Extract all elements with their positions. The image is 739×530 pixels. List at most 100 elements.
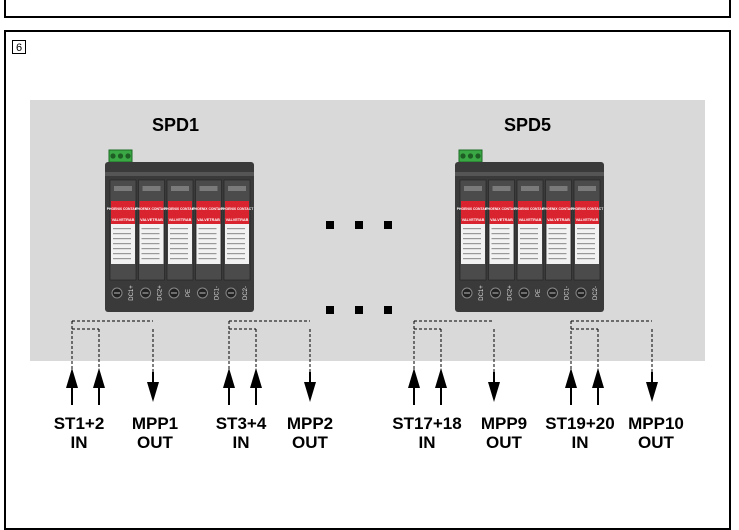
module-spec-line	[141, 228, 160, 230]
module-window	[578, 186, 596, 191]
module-spec-line	[577, 228, 595, 230]
connector-screw	[117, 153, 124, 159]
module-spec-line	[491, 228, 510, 230]
arrow-in-icon	[565, 368, 577, 388]
module-spec-line	[463, 248, 481, 250]
module-spec-line	[577, 243, 595, 245]
label-mpp10: MPP10 OUT	[616, 414, 696, 452]
wire-group-2	[228, 320, 311, 372]
label-line: OUT	[292, 433, 328, 452]
label-line: IN	[418, 433, 436, 452]
module-spec-line	[520, 238, 538, 240]
connector-screw	[110, 153, 116, 159]
terminal-label: PE	[186, 289, 192, 297]
module-spec-line	[170, 258, 188, 260]
module-window	[114, 186, 132, 191]
module-brand-text: PHOENIX CONTACT	[221, 207, 254, 211]
module-spec-line	[577, 248, 595, 250]
connector-screw	[467, 153, 474, 159]
upper-frame	[4, 0, 731, 18]
arrow-in-icon	[66, 368, 78, 388]
arrow-in-icon	[93, 368, 105, 388]
module-spec-line	[577, 258, 595, 260]
module-series-text: VALVETRAB	[169, 218, 192, 222]
terminal-label: DC1-	[565, 286, 571, 300]
module-spec-line	[491, 253, 510, 255]
module-series-text: VALVETRAB	[226, 218, 249, 222]
label-line: OUT	[486, 433, 522, 452]
connector-screw	[460, 153, 466, 159]
label-st3-4: ST3+4 IN	[206, 414, 276, 452]
arrow-out-icon	[646, 382, 658, 402]
module-window	[492, 186, 511, 191]
module-spec-line	[198, 258, 217, 260]
module-brand-text: PHOENIX CONTACT	[107, 207, 140, 211]
module-series-text: VALVETRAB	[490, 218, 513, 222]
module-label-red	[111, 201, 135, 224]
label-line: ST19+20	[545, 414, 615, 433]
module-brand-text: PHOENIX CONTACT	[192, 207, 225, 211]
module-spec-line	[548, 243, 567, 245]
arrow-in-icon	[592, 368, 604, 388]
module-spec-line	[113, 253, 131, 255]
label-st19-20: ST19+20 IN	[535, 414, 625, 452]
module-brand-text: PHOENIX CONTACT	[164, 207, 197, 211]
module-spec-line	[548, 228, 567, 230]
module-spec-line	[491, 258, 510, 260]
connector-screw	[475, 153, 481, 159]
module-series-text: VALVETRAB	[547, 218, 570, 222]
module-label-red	[546, 201, 571, 224]
terminal-label: DC2+	[508, 285, 514, 301]
module-spec-line	[463, 243, 481, 245]
module-label-red	[139, 201, 164, 224]
module-spec-line	[548, 258, 567, 260]
module-spec-line	[113, 228, 131, 230]
module-spec-line	[170, 238, 188, 240]
module-series-text: VALVETRAB	[140, 218, 163, 222]
module-series-text: VALVETRAB	[197, 218, 220, 222]
module-label-red	[575, 201, 599, 224]
module-spec-line	[141, 238, 160, 240]
module-window	[142, 186, 161, 191]
module-spec-line	[577, 238, 595, 240]
module-spec-line	[170, 243, 188, 245]
terminal-label: DC2-	[243, 286, 249, 300]
module-spec-line	[491, 248, 510, 250]
module-spec-line	[463, 238, 481, 240]
module-spec-line	[463, 258, 481, 260]
module-window	[199, 186, 218, 191]
module-spec-line	[548, 253, 567, 255]
label-line: IN	[571, 433, 589, 452]
module-brand-text: PHOENIX CONTACT	[542, 207, 575, 211]
module-spec-line	[520, 243, 538, 245]
module-spec-line	[113, 233, 131, 235]
module-spec-line	[113, 258, 131, 260]
module-spec-line	[491, 243, 510, 245]
module-spec-line	[198, 233, 217, 235]
module-window	[549, 186, 568, 191]
label-line: IN	[232, 433, 250, 452]
module-series-text: VALVETRAB	[112, 218, 135, 222]
module-spec-line	[548, 233, 567, 235]
module-label-red	[461, 201, 485, 224]
module-spec-line	[491, 233, 510, 235]
terminal-label: DC2-	[593, 286, 599, 300]
ellipsis-dot	[355, 306, 363, 314]
module-spec-line	[548, 248, 567, 250]
arrow-in-icon	[408, 368, 420, 388]
terminal-label: DC2+	[158, 285, 164, 301]
wire-group-4	[570, 320, 653, 372]
module-window	[464, 186, 482, 191]
module-series-text: VALVETRAB	[576, 218, 599, 222]
module-brand-text: PHOENIX CONTACT	[135, 207, 168, 211]
label-mpp1: MPP1 OUT	[120, 414, 190, 452]
module-label-red	[225, 201, 249, 224]
ellipsis-dot	[384, 221, 392, 229]
module-spec-line	[141, 253, 160, 255]
module-spec-line	[227, 228, 245, 230]
module-spec-line	[227, 238, 245, 240]
module-spec-line	[141, 233, 160, 235]
module-spec-line	[141, 248, 160, 250]
module-spec-line	[198, 243, 217, 245]
module-spec-line	[577, 253, 595, 255]
